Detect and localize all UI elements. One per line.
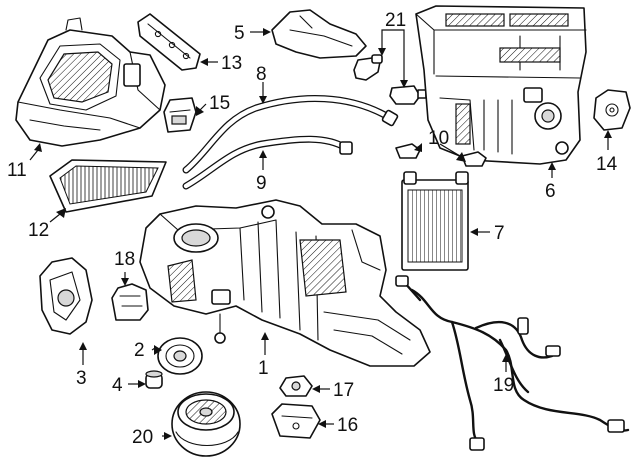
part-2-fan [157, 337, 203, 375]
callout-13: 13 [221, 53, 242, 74]
callout-4: 4 [112, 375, 123, 396]
callout-3: 3 [76, 368, 87, 389]
part-8-hose [182, 95, 399, 174]
callout-15: 15 [209, 93, 230, 114]
part-6-case [415, 5, 587, 165]
part-13-bracket [137, 13, 201, 71]
callout-2: 2 [134, 340, 145, 361]
callout-19: 19 [493, 375, 514, 396]
part-18-resistor [111, 283, 149, 321]
part-12-filter [49, 159, 167, 213]
callout-7: 7 [494, 223, 505, 244]
callout-6: 6 [545, 181, 556, 202]
part-17-cap [279, 375, 313, 397]
part-20-blower-motor [171, 391, 241, 457]
callout-5: 5 [234, 23, 245, 44]
callout-12: 12 [28, 220, 49, 241]
leader-lines [29, 28, 612, 440]
callout-20: 20 [132, 427, 153, 448]
part-7-heater-core [401, 171, 469, 271]
callout-17: 17 [333, 380, 354, 401]
callout-18: 18 [114, 249, 135, 270]
part-21-sensors [353, 54, 427, 105]
part-16-module [271, 403, 321, 439]
part-14-actuator [593, 89, 631, 131]
part-19-harness [395, 275, 630, 451]
callout-labels: 1 2 3 4 5 6 7 8 9 10 11 12 13 14 15 16 1… [7, 10, 618, 448]
part-10-clips [395, 143, 487, 167]
part-9-hose [182, 135, 353, 190]
callout-1: 1 [258, 358, 269, 379]
callout-10: 10 [428, 128, 449, 149]
part-4-bushing [145, 370, 163, 389]
callout-9: 9 [256, 173, 267, 194]
part-11-housing [15, 17, 166, 147]
callout-21: 21 [385, 10, 406, 31]
part-1-main-case [139, 199, 431, 367]
part-3-housing [39, 257, 93, 335]
part-5-duct [271, 9, 367, 59]
part-15-module [163, 97, 197, 133]
callout-8: 8 [256, 64, 267, 85]
callout-16: 16 [337, 415, 358, 436]
callout-11: 11 [7, 160, 27, 181]
callout-14: 14 [596, 154, 618, 175]
